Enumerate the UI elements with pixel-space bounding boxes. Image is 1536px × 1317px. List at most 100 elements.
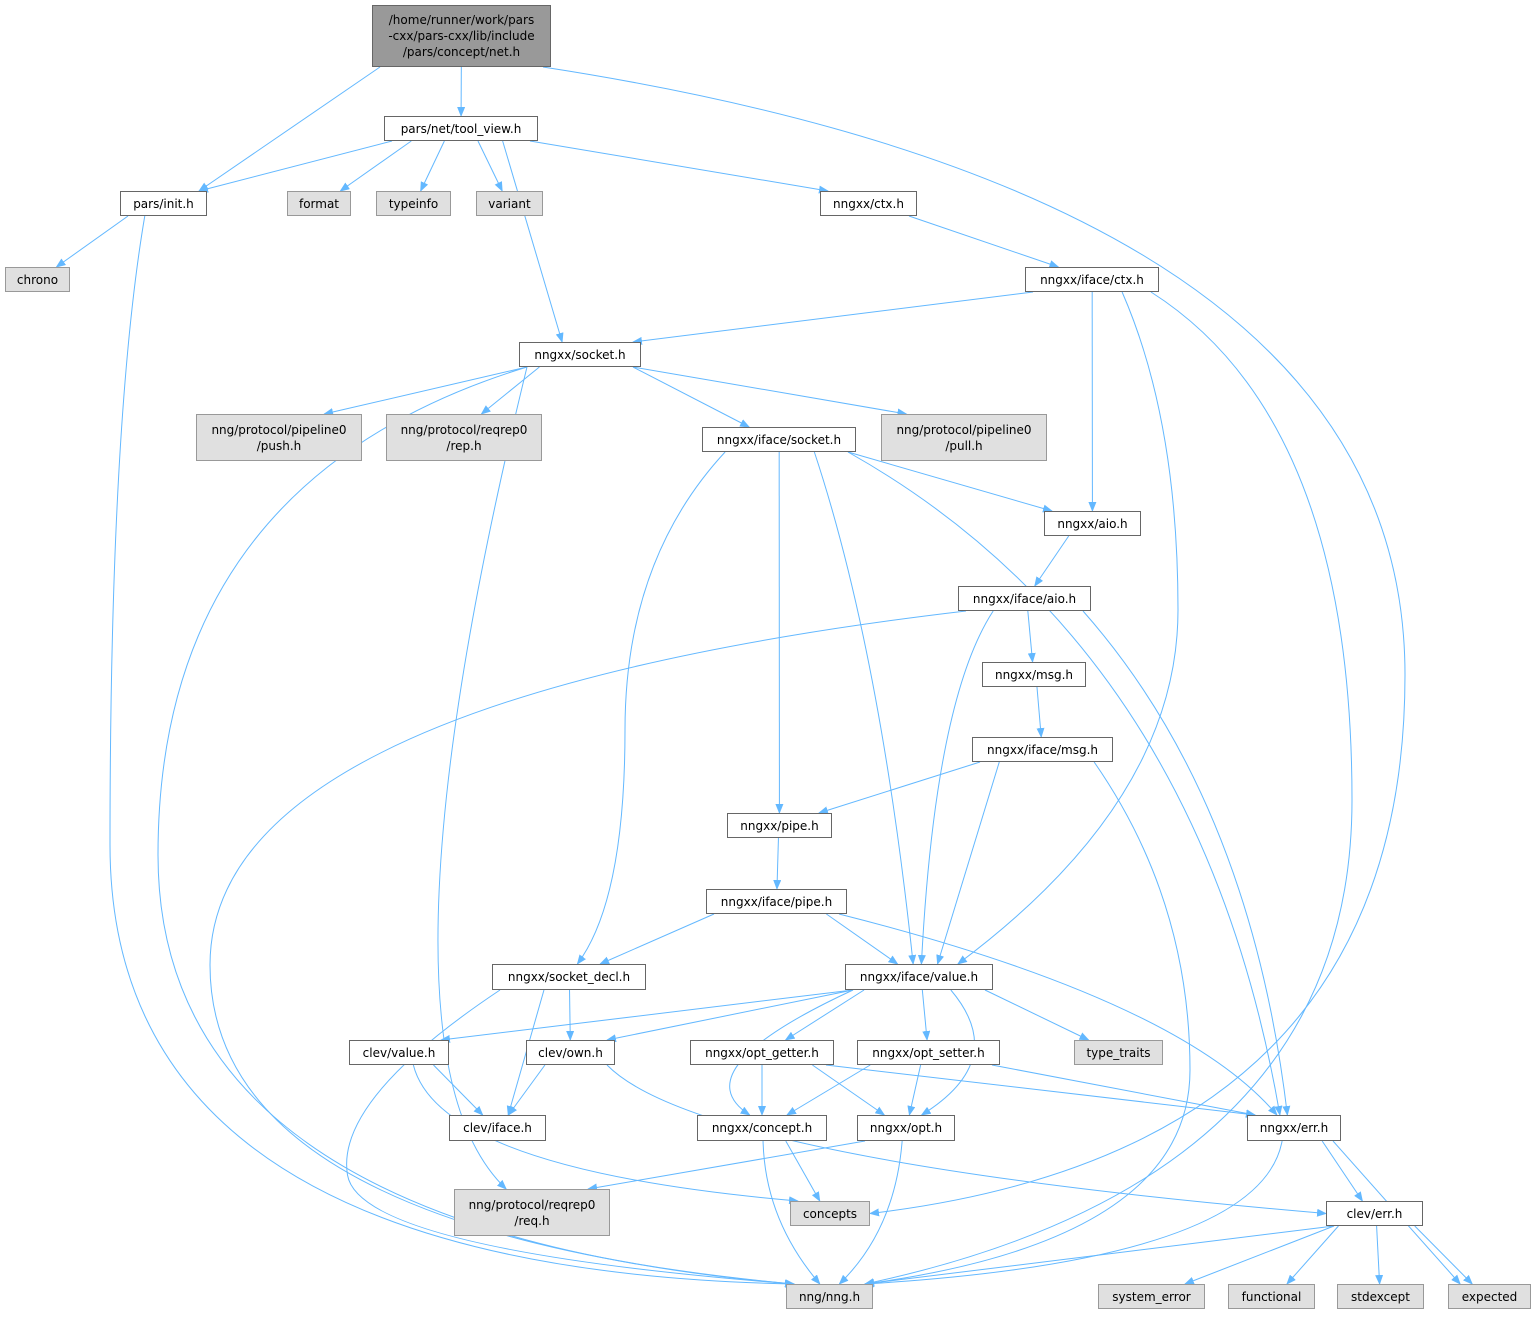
edge-socket-decl-to-nng (346, 989, 795, 1288)
edge-concept-to-nng (762, 1140, 821, 1285)
node-iface-aio[interactable]: nngxx/iface/aio.h (958, 586, 1091, 611)
edge-iface-pipe-to-err (838, 913, 1278, 1116)
node-concepts[interactable]: concepts (790, 1201, 870, 1226)
edge-iface-msg-to-value (936, 761, 1000, 965)
edge-iface-socket-to-socket-decl (576, 451, 726, 965)
node-type-traits[interactable]: type_traits (1074, 1040, 1163, 1065)
node-expected[interactable]: expected (1448, 1284, 1531, 1309)
node-functional[interactable]: functional (1228, 1284, 1315, 1309)
edge-concept-to-concepts (785, 1140, 821, 1202)
edge-iface-ctx-to-nng (864, 291, 1353, 1287)
edge-err-to-clev-err (1321, 1140, 1363, 1202)
edge-iface-msg-to-nng (864, 761, 1191, 1287)
node-iface-socket[interactable]: nngxx/iface/socket.h (702, 427, 856, 452)
edge-err-to-nng (864, 1140, 1283, 1288)
edge-socket-to-req (437, 366, 528, 1190)
edge-iface-socket-to-aio (847, 451, 1053, 513)
edge-clev-value-to-clev-iface (433, 1064, 484, 1116)
edge-pipe-to-iface-pipe (773, 837, 782, 890)
edge-clev-err-to-system-error (1184, 1225, 1335, 1285)
node-msg[interactable]: nngxx/msg.h (982, 662, 1086, 687)
node-req[interactable]: nng/protocol/reqrep0 /req.h (454, 1189, 610, 1236)
edge-iface-ctx-to-value (957, 291, 1179, 965)
edge-iface-ctx-to-socket (632, 291, 1034, 345)
node-ctx[interactable]: nngxx/ctx.h (820, 191, 917, 216)
edge-tool-view-to-typeinfo (420, 140, 445, 192)
edge-clev-err-to-stdexcept (1375, 1225, 1384, 1285)
node-clev-value[interactable]: clev/value.h (349, 1040, 449, 1065)
node-err[interactable]: nngxx/err.h (1247, 1115, 1341, 1141)
node-clev-iface[interactable]: clev/iface.h (449, 1115, 546, 1141)
edge-iface-aio-to-value (917, 610, 994, 965)
edge-opt-setter-to-concept (786, 1064, 871, 1116)
node-socket[interactable]: nngxx/socket.h (519, 342, 641, 367)
edge-socket-to-iface-socket (632, 366, 751, 428)
node-system-error[interactable]: system_error (1098, 1284, 1205, 1309)
edge-init-to-chrono (55, 215, 129, 268)
edge-root-to-init (198, 66, 381, 192)
node-pull[interactable]: nng/protocol/pipeline0 /pull.h (881, 414, 1047, 461)
edge-init-to-nng (109, 215, 795, 1288)
edge-iface-aio-to-msg (1027, 610, 1036, 663)
edge-clev-own-to-clev-err (606, 1064, 1327, 1217)
edge-value-to-clev-value (440, 989, 854, 1043)
node-variant[interactable]: variant (476, 191, 543, 216)
edge-socket-to-rep (480, 366, 540, 415)
node-nng[interactable]: nng/nng.h (786, 1284, 873, 1309)
edge-value-to-opt-getter (784, 989, 865, 1041)
edge-socket-to-nng (157, 366, 795, 1288)
edge-opt-setter-to-err (991, 1064, 1256, 1118)
node-root[interactable]: /home/runner/work/pars -cxx/pars-cxx/lib… (372, 5, 551, 67)
edge-iface-pipe-to-value (826, 913, 899, 965)
edge-socket-to-pull (632, 366, 908, 417)
node-tool-view[interactable]: pars/net/tool_view.h (384, 116, 538, 141)
node-clev-err[interactable]: clev/err.h (1326, 1201, 1423, 1226)
node-opt-setter[interactable]: nngxx/opt_setter.h (857, 1040, 1000, 1065)
node-aio[interactable]: nngxx/aio.h (1044, 511, 1141, 536)
edge-opt-to-req (587, 1140, 866, 1192)
edge-opt-setter-to-opt (907, 1064, 922, 1116)
edge-clev-err-to-nng (864, 1225, 1335, 1287)
node-format[interactable]: format (287, 191, 351, 216)
edge-tool-view-to-variant (477, 140, 503, 192)
node-clev-own[interactable]: clev/own.h (526, 1040, 615, 1065)
node-init[interactable]: pars/init.h (120, 191, 207, 216)
node-iface-pipe[interactable]: nngxx/iface/pipe.h (706, 889, 847, 914)
edge-value-to-type-traits (984, 989, 1090, 1041)
node-typeinfo[interactable]: typeinfo (376, 191, 451, 216)
edge-opt-getter-to-opt (812, 1064, 886, 1116)
node-pipe[interactable]: nngxx/pipe.h (727, 813, 832, 838)
node-opt[interactable]: nngxx/opt.h (857, 1115, 955, 1141)
edge-clev-value-to-concepts (412, 1064, 799, 1205)
node-iface-msg[interactable]: nngxx/iface/msg.h (972, 737, 1113, 762)
edge-clev-err-to-functional (1286, 1225, 1339, 1285)
edge-iface-msg-to-pipe (817, 761, 981, 815)
node-stdexcept[interactable]: stdexcept (1337, 1284, 1424, 1309)
edge-root-to-concepts (542, 66, 1406, 1217)
edge-socket-decl-to-clev-own (566, 989, 575, 1041)
edge-tool-view-to-init (198, 140, 393, 193)
node-opt-getter[interactable]: nngxx/opt_getter.h (690, 1040, 834, 1065)
edge-opt-to-nng (838, 1140, 903, 1285)
edge-iface-socket-to-err (847, 451, 1283, 1116)
edge-clev-err-to-expected (1414, 1225, 1473, 1285)
edge-msg-to-iface-msg (1036, 686, 1045, 738)
edge-tool-view-to-ctx (529, 140, 829, 194)
edge-iface-aio-to-err (1082, 610, 1291, 1116)
edge-socket-to-push (323, 366, 528, 416)
node-push[interactable]: nng/protocol/pipeline0 /push.h (196, 414, 362, 461)
edge-ctx-to-iface-ctx (908, 215, 1060, 268)
node-rep[interactable]: nng/protocol/reqrep0 /rep.h (386, 414, 542, 461)
edge-iface-socket-to-value (813, 451, 917, 965)
node-value[interactable]: nngxx/iface/value.h (845, 964, 993, 990)
node-socket-decl[interactable]: nngxx/socket_decl.h (492, 964, 646, 990)
edge-opt-getter-to-err (825, 1064, 1256, 1118)
edge-tool-view-to-format (339, 140, 412, 192)
edge-tool-view-to-socket (502, 140, 564, 343)
edge-iface-pipe-to-socket-decl (599, 913, 715, 965)
node-chrono[interactable]: chrono (5, 267, 70, 292)
edge-value-to-opt-setter (921, 989, 931, 1041)
node-iface-ctx[interactable]: nngxx/iface/ctx.h (1025, 267, 1159, 292)
node-concept[interactable]: nngxx/concept.h (697, 1115, 827, 1141)
edge-aio-to-iface-aio (1034, 535, 1070, 587)
